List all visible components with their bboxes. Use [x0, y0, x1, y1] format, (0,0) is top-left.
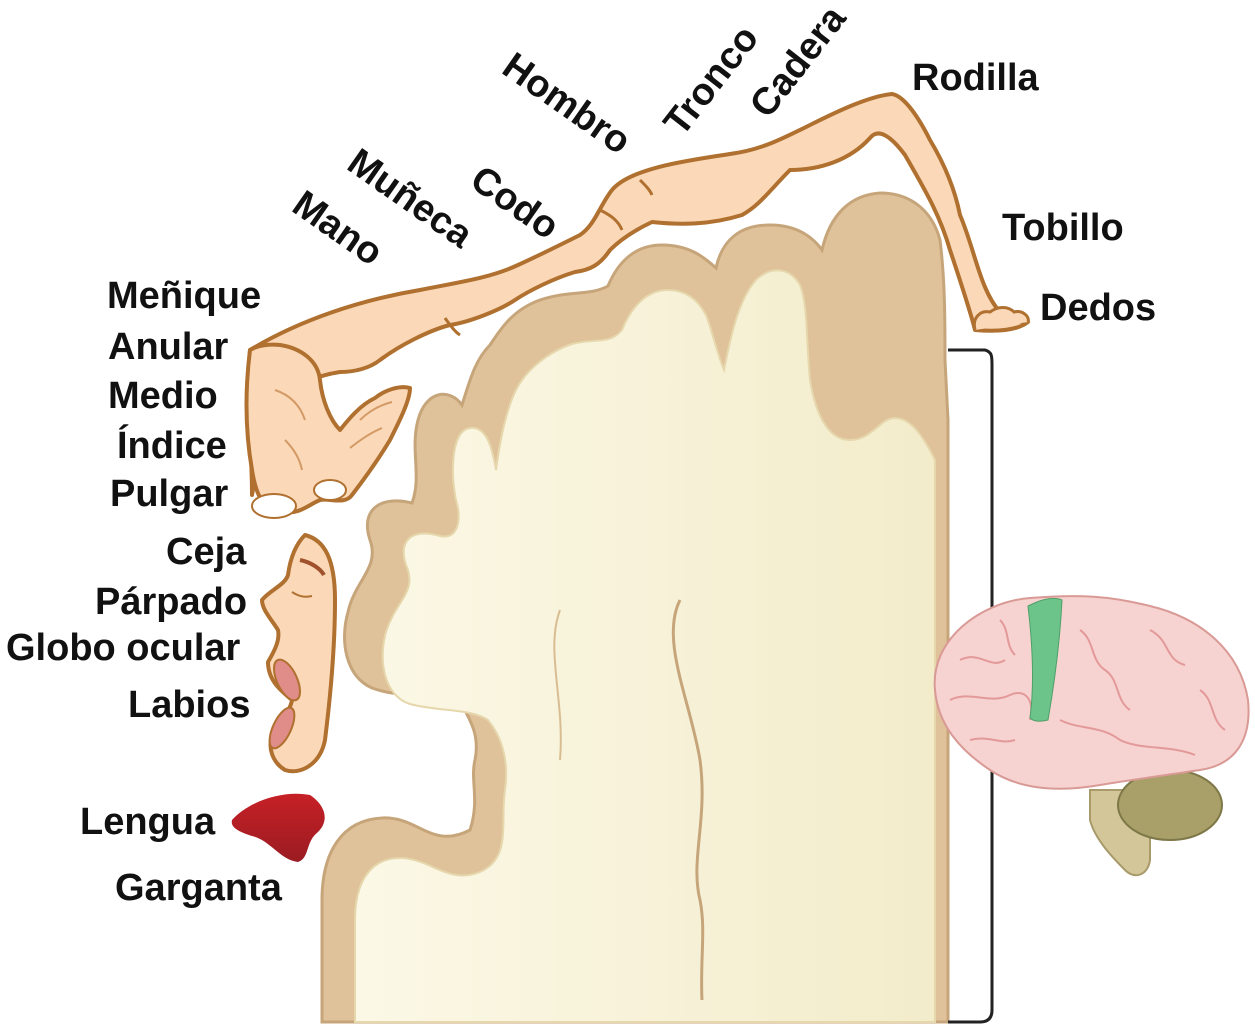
label-globo-ocular: Globo ocular — [6, 627, 241, 669]
brain-illustration — [935, 596, 1249, 875]
label-garganta: Garganta — [115, 867, 283, 909]
thumb-nail — [252, 494, 296, 518]
label-medio: Medio — [108, 375, 218, 417]
label-indice: Índice — [117, 423, 227, 467]
label-labios: Labios — [128, 684, 250, 726]
label-rodilla: Rodilla — [912, 57, 1040, 99]
label-tobillo: Tobillo — [1002, 207, 1124, 249]
label-lengua: Lengua — [80, 801, 216, 843]
label-dedos: Dedos — [1040, 287, 1156, 329]
label-tronco: Tronco — [656, 18, 767, 144]
label-codo: Codo — [463, 158, 567, 248]
label-parpado: Párpado — [95, 581, 247, 623]
cerebrum — [935, 596, 1249, 789]
label-cadera: Cadera — [742, 0, 855, 126]
label-hombro: Hombro — [495, 45, 638, 163]
label-menique: Meñique — [107, 275, 261, 317]
finger-nail — [314, 480, 346, 500]
homunculus-tongue — [232, 794, 325, 862]
label-anular: Anular — [108, 326, 229, 368]
label-ceja: Ceja — [166, 531, 247, 573]
label-pulgar: Pulgar — [110, 473, 228, 515]
